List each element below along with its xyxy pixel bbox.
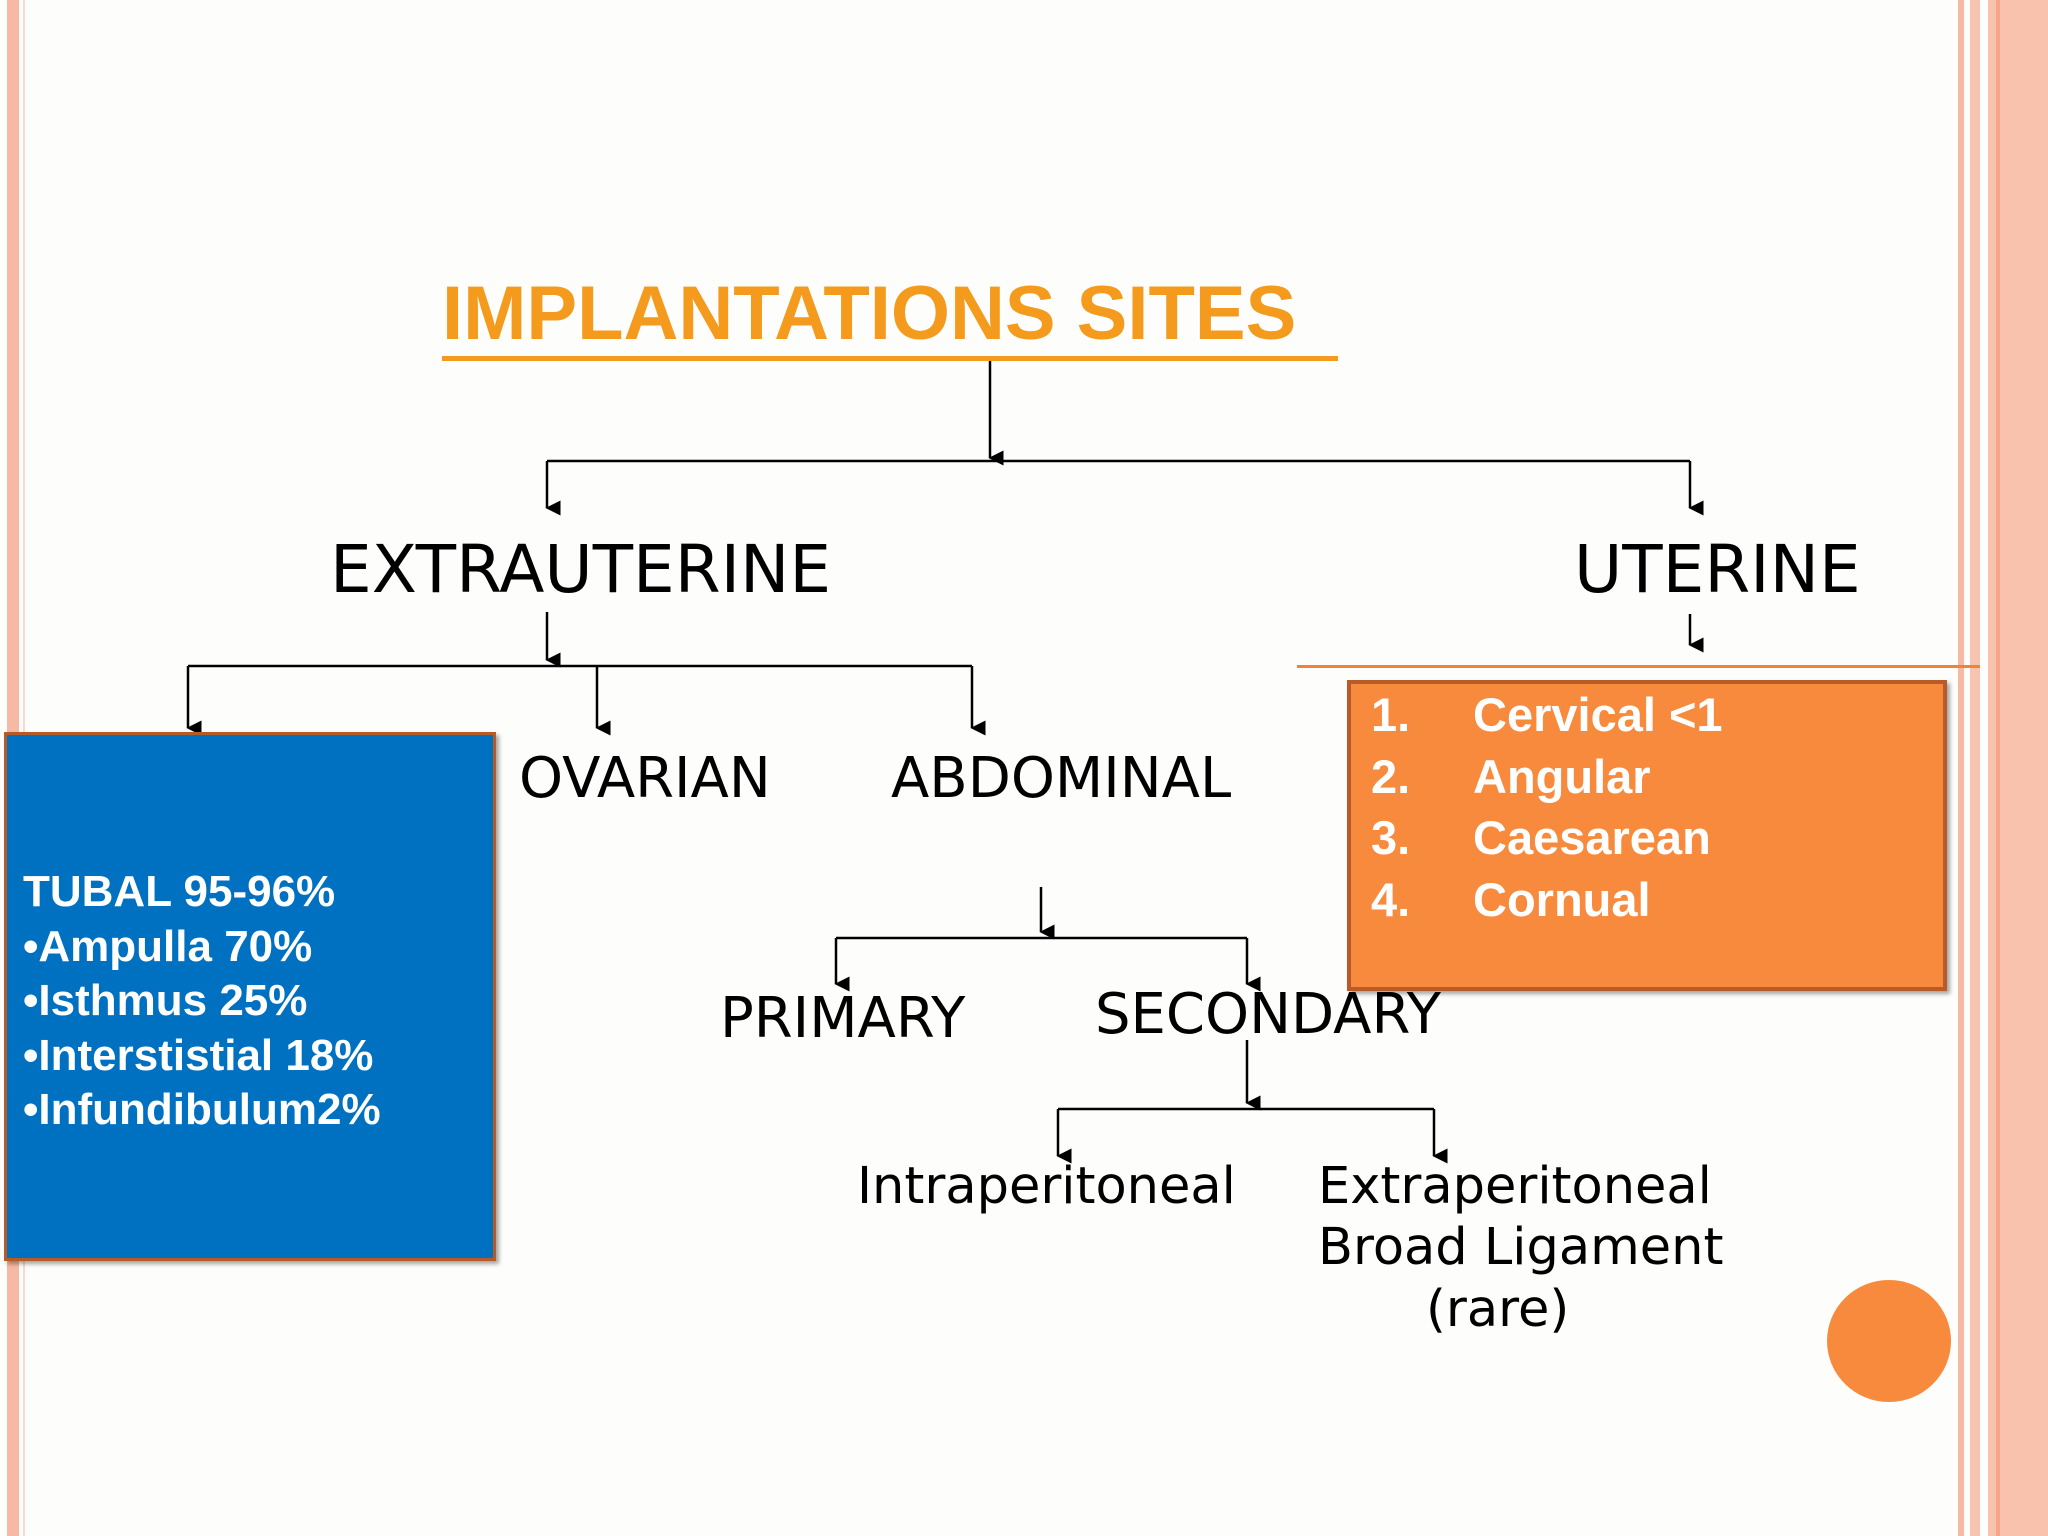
right-border-stripe — [1970, 0, 1980, 1536]
tubal-item: •Isthmus 25% — [23, 976, 308, 1025]
abdominal-label: ABDOMINAL — [891, 746, 1232, 811]
ovarian-label: OVARIAN — [519, 746, 771, 811]
list-number: 3. — [1371, 811, 1411, 864]
tubal-item: •Infundibulum2% — [23, 1085, 381, 1134]
list-number: 4. — [1371, 872, 1411, 926]
tubal-text: TUBAL 95-96% •Ampulla 70% •Isthmus 25% •… — [23, 865, 381, 1138]
primary-label: PRIMARY — [720, 986, 966, 1051]
extrauterine-label: EXTRAUTERINE — [330, 531, 832, 608]
tubal-item: •Ampulla 70% — [23, 921, 313, 971]
extraperitoneal-label: Extraperitoneal — [1318, 1157, 1712, 1216]
list-number: 2. — [1371, 749, 1411, 803]
broad-ligament-label: Broad Ligament — [1318, 1218, 1724, 1277]
decorative-circle — [1827, 1280, 1951, 1402]
list-text: Caesarean — [1473, 811, 1711, 864]
rare-label: (rare) — [1426, 1280, 1570, 1339]
list-text: Angular — [1473, 749, 1651, 803]
uterine-label: UTERINE — [1574, 531, 1861, 608]
list-number: 1. — [1371, 688, 1411, 741]
right-border-stripe — [1958, 0, 1964, 1536]
uterine-separator-line — [1297, 665, 1980, 668]
intraperitoneal-label: Intraperitoneal — [857, 1157, 1236, 1216]
tubal-heading: TUBAL 95-96% — [23, 867, 336, 916]
slide-title: IMPLANTATIONS SITES — [442, 271, 1297, 356]
right-border-line — [1996, 0, 2000, 1536]
secondary-label: SECONDARY — [1095, 982, 1441, 1047]
tubal-item: •Interstistial 18% — [23, 1030, 374, 1080]
title-underline — [442, 356, 1338, 361]
uterine-types-box: 1. Cervical <1 2. Angular 3. Caesarean 4… — [1347, 680, 1947, 991]
list-text: Cervical <1 — [1473, 688, 1723, 741]
list-text: Cornual — [1473, 872, 1651, 926]
tubal-box: TUBAL 95-96% •Ampulla 70% •Isthmus 25% •… — [4, 732, 496, 1261]
